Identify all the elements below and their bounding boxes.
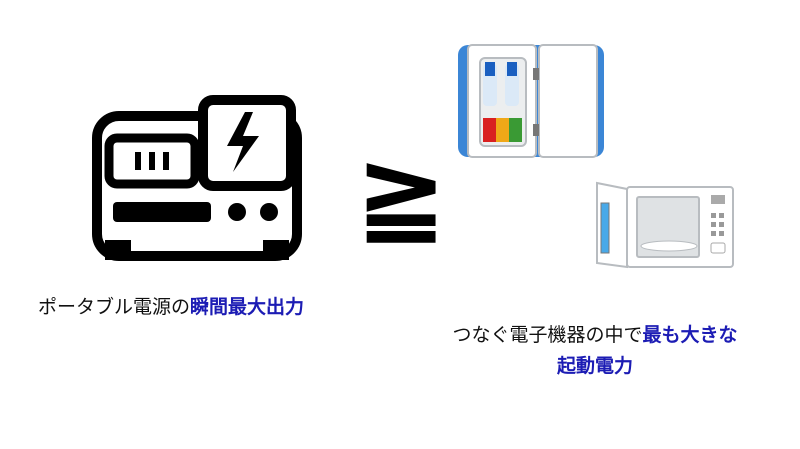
left-caption-highlight: 瞬間最大出力	[190, 296, 305, 318]
microwave-icon	[596, 181, 734, 269]
right-caption-line1: つなぐ電子機器の中で最も大きな	[400, 320, 790, 351]
right-caption-line2: 起動電力	[400, 351, 790, 382]
portable-power-station-icon	[92, 95, 302, 261]
left-caption-normal: ポータブル電源の	[38, 296, 191, 318]
right-caption-highlight-1: 最も大きな	[642, 324, 738, 346]
right-caption-highlight-2: 起動電力	[556, 355, 633, 377]
greater-or-equal-symbol: ≧	[355, 129, 448, 257]
right-caption-normal: つなぐ電子機器の中で	[452, 324, 643, 346]
left-caption: ポータブル電源の瞬間最大出力	[38, 292, 304, 319]
right-caption: つなぐ電子機器の中で最も大きな 起動電力	[400, 320, 790, 382]
mini-fridge-icon	[458, 44, 604, 158]
